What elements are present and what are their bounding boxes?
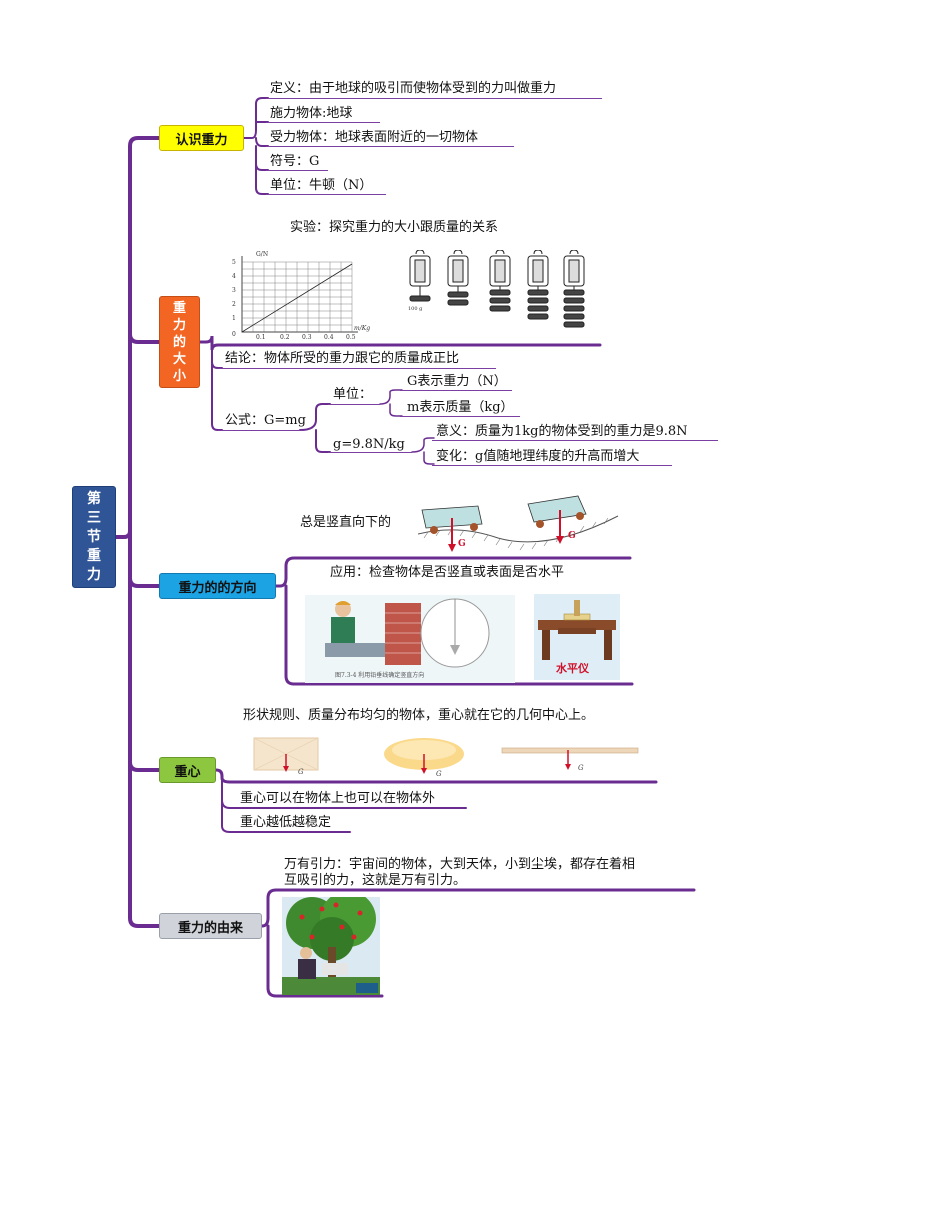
always-downward-text: 总是竖直向下的: [300, 515, 392, 530]
graph-ytick: 0: [232, 331, 236, 338]
s1-item-receiver: 受力物体：地球表面附近的一切物体: [270, 130, 479, 145]
root-label: 第 三 节 重 力: [87, 490, 101, 583]
universal-gravitation-line2: 互吸引的力，这就是万有引力。: [284, 873, 467, 888]
node-origin-of-gravity-label: 重力的由来: [177, 920, 243, 936]
node-center-of-gravity-label: 重心: [174, 764, 201, 780]
center-rule-text: 形状规则、质量分布均匀的物体，重心就在它的几何中心上。: [243, 708, 595, 723]
unit-item-g: G表示重力（N）: [407, 374, 507, 389]
arrow-label-g: G: [458, 539, 466, 549]
graph-line: [241, 263, 353, 333]
underline: [266, 146, 514, 147]
level-label: 水平仪: [556, 661, 590, 675]
plumb-line-illustration: 图7.3-4 利用铅垂线确定竖直方向: [305, 595, 515, 683]
underline: [328, 404, 380, 405]
arrow-label-g: G: [568, 531, 576, 541]
g-m-graph: G/N 5 4 3 2 1 0 0.1 0.2 0.3 0.4 0.5 m/Kg: [232, 251, 370, 341]
underline: [266, 194, 386, 195]
node-gravity-direction[interactable]: 重力的的方向: [159, 573, 276, 599]
center-of-gravity-illustration: G G G: [253, 737, 639, 778]
graph-xtick: 0.5: [346, 334, 356, 341]
underline: [266, 98, 602, 99]
g-variation-text: 变化：g值随地理纬度的升高而增大: [436, 449, 640, 464]
formula-text: 公式：G=mg: [225, 413, 306, 428]
node-gravity-magnitude-label: 重 力 的 大 小: [172, 300, 186, 384]
graph-ytick: 1: [232, 315, 236, 322]
node-origin-of-gravity[interactable]: 重力的由来: [159, 913, 262, 939]
g-value-text: g=9.8N/kg: [333, 437, 405, 452]
underline: [328, 452, 412, 453]
graph-ytick: 2: [232, 301, 236, 308]
cg-item-inside-outside: 重心可以在物体上也可以在物体外: [240, 791, 436, 806]
s1-item-symbol: 符号：G: [270, 154, 320, 169]
gravity-direction-illustration: G G: [418, 495, 619, 552]
node-gravity-direction-label: 重力的的方向: [178, 580, 257, 596]
graph-xlabel: m/Kg: [354, 325, 370, 332]
s1-item-unit: 单位：牛顿（N）: [270, 178, 373, 193]
cg-item-lower-stable: 重心越低越稳定: [240, 815, 332, 830]
experiment-title: 实验：探究重力的大小跟质量的关系: [290, 220, 499, 235]
graph-xtick: 0.3: [302, 334, 312, 341]
node-gravity-magnitude[interactable]: 重 力 的 大 小: [159, 296, 200, 388]
graph-xtick: 0.4: [324, 334, 334, 341]
universal-gravitation-line1: 万有引力：宇宙间的物体，大到天体，小到尘埃，都存在着相: [284, 857, 636, 872]
graph-ylabel: G/N: [256, 251, 268, 258]
node-recognize-gravity-label: 认识重力: [175, 132, 228, 148]
spring-scales-illustration: 100 g: [408, 250, 585, 328]
node-recognize-gravity[interactable]: 认识重力: [159, 125, 244, 151]
cg-label-g: G: [578, 764, 584, 772]
underline: [432, 440, 718, 441]
conclusion-text: 结论：物体所受的重力跟它的质量成正比: [225, 351, 460, 366]
s1-item-exerter: 施力物体:地球: [270, 106, 353, 121]
unit-label: 单位：: [333, 387, 373, 402]
graph-ytick: 5: [232, 259, 236, 266]
application-text: 应用：检查物体是否竖直或表面是否水平: [330, 565, 565, 580]
cg-label-g: G: [298, 768, 304, 776]
figure-caption: 图7.3-4 利用铅垂线确定竖直方向: [335, 671, 424, 679]
g-meaning-text: 意义：质量为1kg的物体受到的重力是9.8N: [436, 424, 688, 439]
graph-xtick: 0.1: [256, 334, 266, 341]
graph-ytick: 3: [232, 287, 236, 294]
cg-label-g: G: [436, 770, 442, 778]
root-node[interactable]: 第 三 节 重 力: [72, 486, 116, 588]
mass-label: 100 g: [408, 306, 423, 312]
underline: [218, 368, 496, 369]
node-center-of-gravity[interactable]: 重心: [159, 757, 216, 783]
newton-apple-tree-illustration: [282, 897, 380, 995]
underline: [400, 416, 520, 417]
graph-ytick: 4: [232, 273, 236, 280]
underline: [218, 430, 302, 431]
underline: [400, 390, 512, 391]
unit-item-m: m表示质量（kg）: [407, 400, 514, 415]
underline: [266, 170, 328, 171]
underline: [266, 122, 380, 123]
underline: [432, 465, 672, 466]
spirit-level-illustration: 水平仪: [534, 594, 620, 680]
graph-xtick: 0.2: [280, 334, 290, 341]
s1-item-definition: 定义：由于地球的吸引而使物体受到的力叫做重力: [270, 81, 557, 96]
